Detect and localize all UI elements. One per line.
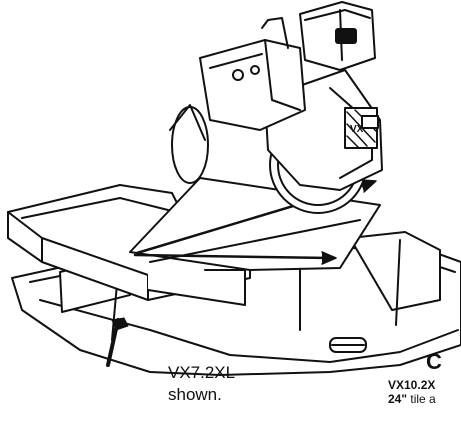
adjustment-knob (361, 115, 379, 129)
motor-housing (199, 39, 306, 131)
caption-line-shown: shown. (168, 385, 222, 404)
cut-model-fragment: VX10.2X (388, 378, 436, 392)
cut-heading: C (426, 349, 442, 374)
caption-line-model: VX7.2XL (168, 363, 236, 382)
svg-text:VX: VX (350, 124, 364, 135)
cut-size-text: tile a (407, 392, 436, 406)
cut-size-line: 24" tile a (388, 392, 436, 406)
cut-size-value: 24" (388, 392, 408, 406)
model-caption: VX7.2XL shown. (168, 362, 235, 406)
cut-direction-arrow-icon (133, 253, 332, 260)
